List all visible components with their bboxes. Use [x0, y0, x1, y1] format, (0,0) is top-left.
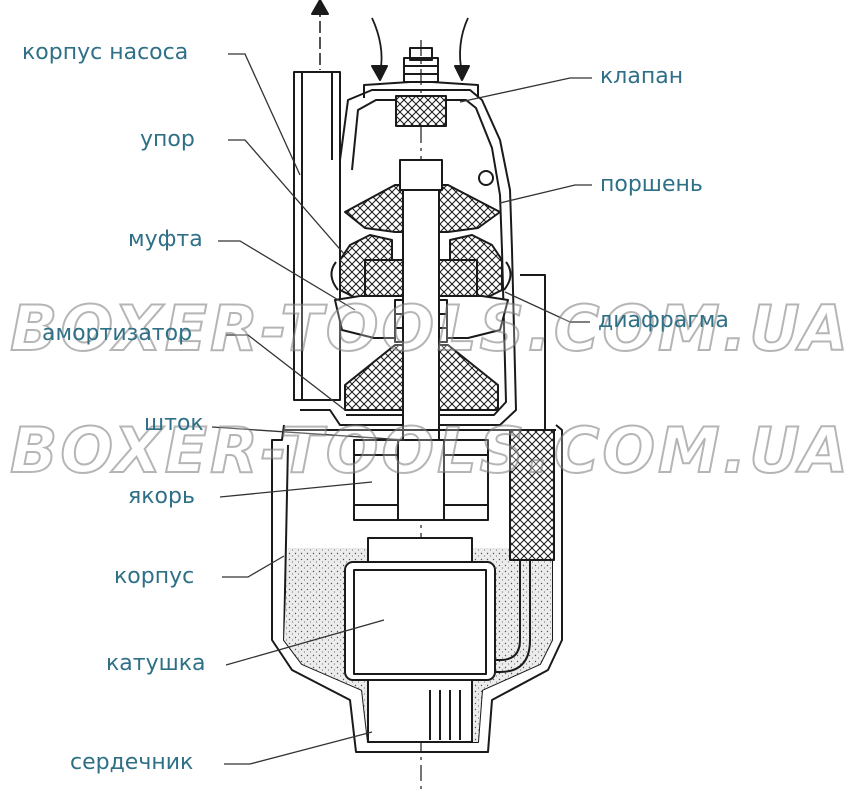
label-stop: упор	[140, 127, 195, 152]
stop-coupling	[330, 234, 512, 301]
leader-housing	[222, 555, 285, 578]
vent-hole	[478, 170, 494, 186]
cable-channel	[494, 274, 555, 673]
leader-core	[224, 731, 373, 765]
leader-pump-housing	[228, 53, 301, 176]
outlet-pipe	[293, 71, 341, 401]
label-diaphragm: диафрагма	[598, 308, 729, 333]
inlet-arrow-right-icon	[454, 17, 470, 81]
coil	[344, 561, 496, 681]
inlet-arrow-left-icon	[371, 17, 388, 81]
label-coil: катушка	[106, 651, 206, 676]
label-piston: поршень	[600, 172, 703, 197]
label-housing: корпус	[114, 564, 195, 589]
leader-shock-absorber	[226, 334, 346, 411]
pump-housing-shell	[300, 89, 517, 426]
outlet-arrow-icon	[311, 0, 329, 70]
label-valve: клапан	[600, 64, 684, 89]
core	[367, 679, 473, 743]
upper-nut	[399, 159, 443, 191]
armature	[353, 439, 489, 521]
watermark-top: BOXER-TOOLS.COM.UA	[9, 292, 851, 365]
label-core: сердечник	[70, 750, 194, 775]
leader-coil	[225, 619, 385, 666]
leader-piston	[499, 184, 592, 204]
label-pump-housing: корпус насоса	[22, 40, 189, 65]
label-coupling: муфта	[128, 227, 203, 252]
watermark-bottom: BOXER-TOOLS.COM.UA	[9, 414, 851, 487]
label-armature: якорь	[128, 484, 195, 509]
leader-valve	[459, 77, 592, 103]
valve-cap	[363, 47, 479, 127]
leader-coupling	[218, 240, 356, 311]
leader-rod	[211, 426, 406, 441]
leader-armature	[219, 481, 373, 498]
core-plate	[367, 537, 473, 563]
label-rod: шток	[144, 411, 204, 436]
label-shock-absorber: амортизатор	[42, 321, 193, 346]
leader-stop	[228, 139, 346, 256]
leader-diaphragm	[504, 291, 590, 323]
